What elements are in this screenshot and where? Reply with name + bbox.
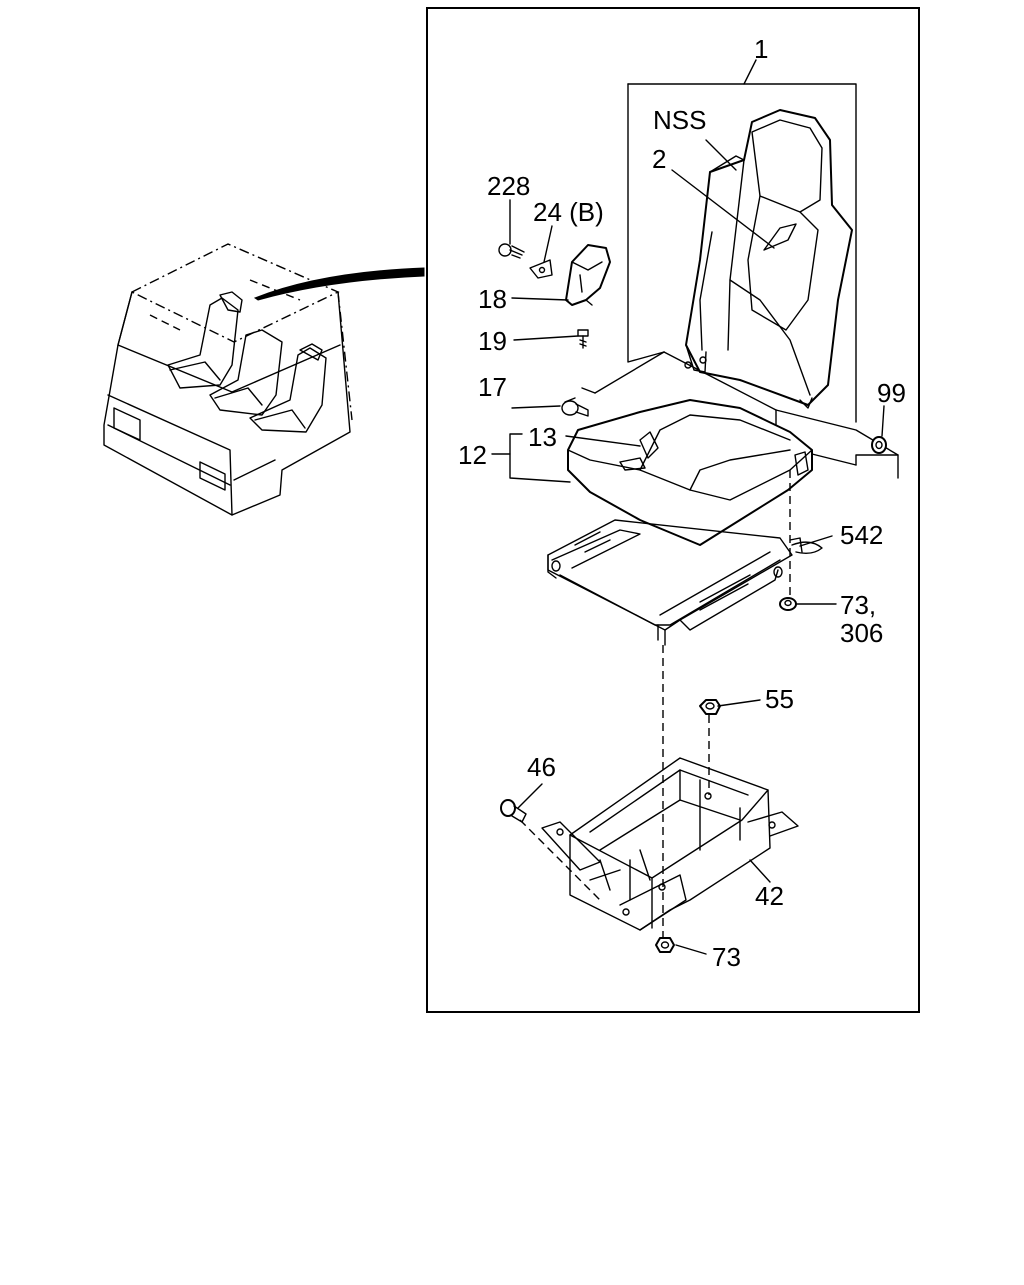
seat-slider-frame-illustration <box>547 519 823 646</box>
nut-73-shape <box>655 937 675 953</box>
seat-cushion-illustration <box>567 399 813 546</box>
callout-12: 12 <box>458 440 487 470</box>
nut-73-306-shape <box>779 597 797 611</box>
nut-55-shape <box>699 699 721 715</box>
plate-24b-shape <box>529 259 553 279</box>
small-hardware-illustrations <box>498 243 611 417</box>
callout-228: 228 <box>487 171 530 201</box>
detail-frame <box>426 7 920 1013</box>
callout-542: 542 <box>840 520 883 550</box>
callout-73-306-line1: 73, <box>840 590 876 620</box>
callout-73: 73 <box>712 942 741 972</box>
bolt-228-shape <box>498 243 525 259</box>
seat-base-riser-illustration <box>541 757 799 931</box>
seat-back-illustration <box>684 109 853 409</box>
callout-73-306-line2: 306 <box>840 618 883 648</box>
callout-55: 55 <box>765 684 794 714</box>
callout-19: 19 <box>478 326 507 356</box>
callout-2: 2 <box>652 144 666 174</box>
screw-19-shape <box>577 329 589 349</box>
callout-99: 99 <box>877 378 906 408</box>
callout-18: 18 <box>478 284 507 314</box>
cab-to-detail-leader <box>253 267 425 301</box>
bolt-17-shape <box>561 397 589 417</box>
callout-17: 17 <box>478 372 507 402</box>
cover-18-shape <box>565 244 611 306</box>
alignment-line-bolt46 <box>519 819 601 901</box>
bolt-46-shape <box>500 799 527 823</box>
callout-42: 42 <box>755 881 784 911</box>
callout-13: 13 <box>528 422 557 452</box>
callout-nss: NSS <box>653 105 706 135</box>
callout-1: 1 <box>754 34 768 64</box>
callout-46: 46 <box>527 752 556 782</box>
callout-leaders <box>491 139 885 955</box>
callout-24b: 24 (B) <box>533 197 604 227</box>
washer-99-shape <box>871 436 887 454</box>
cab-overview-illustration <box>103 243 353 516</box>
